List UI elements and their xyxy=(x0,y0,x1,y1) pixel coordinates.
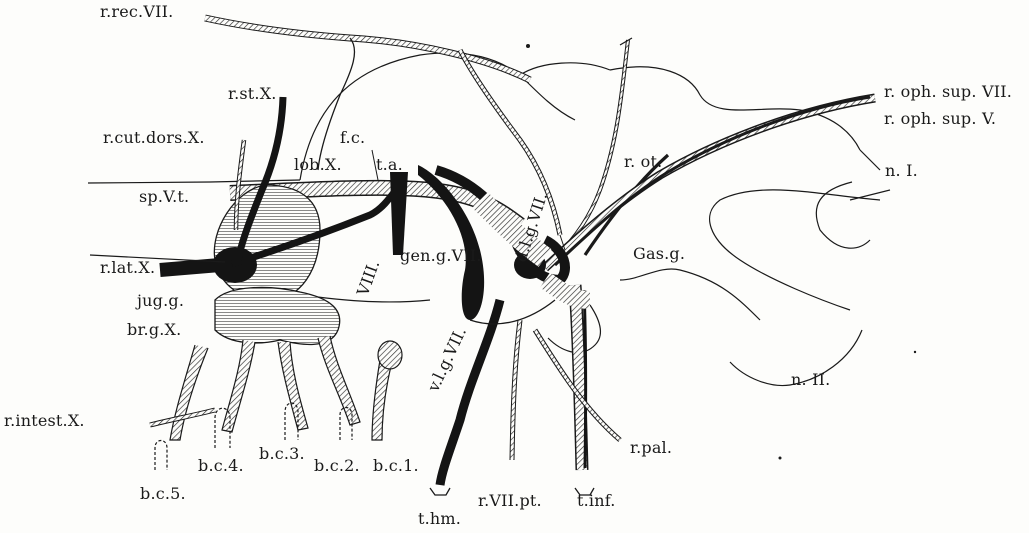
label-lob-x: lob.X. xyxy=(294,157,342,173)
label-b-c-1: b.c.1. xyxy=(373,458,419,474)
branchial-ganglia xyxy=(150,287,402,440)
label-t-hm: t.hm. xyxy=(418,511,461,527)
label-b-c-4: b.c.4. xyxy=(198,458,244,474)
label-r-vii-pt: r.VII.pt. xyxy=(478,493,542,509)
label-b-c-2: b.c.2. xyxy=(314,458,360,474)
label-n-i: n. I. xyxy=(885,163,918,179)
label-f-c: f.c. xyxy=(340,130,365,146)
label-gen-g-vii: gen.g.VII. xyxy=(400,248,482,264)
label-r-oph-sup-vii: r. oph. sup. VII. xyxy=(884,84,1012,100)
label-b-c-5: b.c.5. xyxy=(140,486,186,502)
label-t-inf: t.inf. xyxy=(577,493,616,509)
label-r-intest-x: r.intest.X. xyxy=(4,413,85,429)
label-br-g-x: br.g.X. xyxy=(127,322,181,338)
label-r-oph-sup-v: r. oph. sup. V. xyxy=(884,111,996,127)
descending-trunks xyxy=(430,280,620,495)
label-r-ot: r. ot. xyxy=(624,154,662,170)
label-r-rec-vii: r.rec.VII. xyxy=(100,4,173,20)
label-r-pal: r.pal. xyxy=(630,440,672,456)
label-jug-g: jug.g. xyxy=(137,293,184,309)
label-t-a: t.a. xyxy=(376,157,403,173)
label-sp-v-t: sp.V.t. xyxy=(139,189,189,205)
label-n-ii: n. II. xyxy=(791,372,830,388)
label-b-c-3: b.c.3. xyxy=(259,446,305,462)
label-r-lat-x: r.lat.X. xyxy=(100,260,155,276)
label-r-st-x: r.st.X. xyxy=(228,86,277,102)
label-r-cut-dors-x: r.cut.dors.X. xyxy=(103,130,205,146)
label-gas-g: Gas.g. xyxy=(633,246,685,262)
